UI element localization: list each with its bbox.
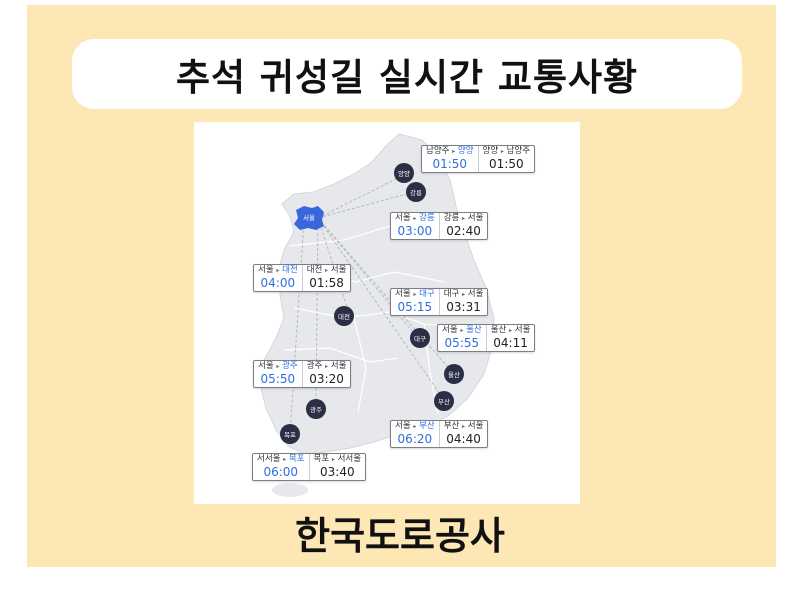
route-box-ulsan: 서울 ▸ 울산 05:55 울산 ▸ 서울 04:11 (437, 324, 536, 352)
city-marker-mokpo: 목포 (280, 424, 300, 444)
city-marker-yangyang: 양양 (394, 163, 414, 183)
page-title: 추석 귀성길 실시간 교통사황 (175, 56, 639, 99)
route-box-busan: 서울 ▸ 부산 06:20 부산 ▸ 서울 04:40 (390, 420, 489, 448)
route-lines (289, 177, 455, 435)
route-box-yangyang: 남양주 ▸ 양양 01:50 양양 ▸ 남양주 01:50 (421, 145, 536, 173)
city-marker-seoul: 서울 (303, 214, 315, 222)
city-marker-gwangju: 광주 (306, 399, 326, 419)
city-marker-busan: 부산 (434, 391, 454, 411)
route-box-mokpo: 서서울 ▸ 목포 06:00 목포 ▸ 서서울 03:40 (252, 453, 367, 481)
jeju-island (272, 483, 308, 497)
route-box-gwangju: 서울 ▸ 광주 05:50 광주 ▸ 서울 03:20 (253, 360, 352, 388)
city-marker-gangneung: 강릉 (406, 182, 426, 202)
publisher-name: 한국도로공사 (295, 514, 505, 558)
city-marker-daejeon: 대전 (334, 306, 354, 326)
traffic-map: 서울 양양 강릉 대전 대구 울산 부산 광주 목포 남양주 ▸ 양양 01:5… (194, 122, 580, 504)
title-banner: 추석 귀성길 실시간 교통사황 (72, 39, 742, 109)
route-box-daegu: 서울 ▸ 대구 05:15 대구 ▸ 서울 03:31 (390, 288, 489, 316)
city-marker-ulsan: 울산 (444, 364, 464, 384)
city-marker-daegu: 대구 (410, 328, 430, 348)
seoul-marker-shape (294, 206, 324, 230)
route-box-gangneung: 서울 ▸ 강릉 03:00 강릉 ▸ 서울 02:40 (390, 212, 489, 240)
route-box-daejeon: 서울 ▸ 대전 04:00 대전 ▸ 서울 01:58 (253, 264, 352, 292)
korea-map-svg (259, 133, 495, 497)
